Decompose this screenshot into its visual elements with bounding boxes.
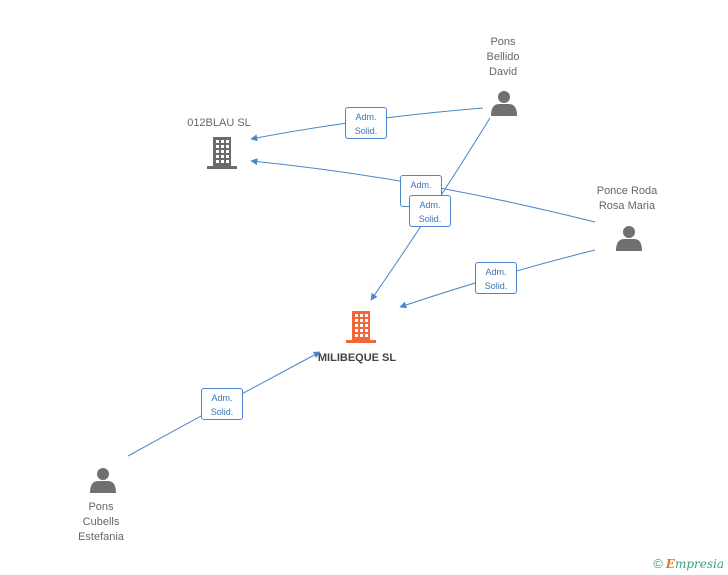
node-label-milibeque[interactable]: MILIBEQUE SL (318, 351, 396, 366)
node-label-n012blau[interactable]: 012BLAU SL (187, 116, 251, 131)
edge-role-text: Solid. (418, 214, 442, 224)
edge-role-text: Adm. (419, 200, 441, 210)
node-label-line: Estefania (78, 531, 124, 543)
edge-role-badge[interactable]: Adm. Solid. (201, 388, 243, 420)
edge-role-badge[interactable]: Adm. Solid. (409, 195, 451, 227)
brand-initial: E (665, 557, 675, 571)
node-label-line: Bellido (486, 51, 520, 63)
node-label-line: Rosa Maria (598, 200, 656, 212)
node-label-line: MILIBEQUE SL (317, 352, 397, 364)
person-icon[interactable] (90, 468, 116, 493)
copyright-icon: © (653, 556, 663, 571)
company-icon[interactable] (207, 137, 237, 169)
person-icon[interactable] (616, 226, 642, 251)
edge-role-text: Adm. (211, 393, 233, 403)
node-label-line: Cubells (82, 516, 120, 528)
person-icon[interactable] (491, 91, 517, 116)
node-label-line: David (488, 66, 518, 78)
edge-role-badge[interactable]: Adm. Solid. (475, 262, 517, 294)
edge-role-text: Adm. (410, 180, 432, 190)
node-label-line: Pons (88, 501, 114, 513)
edge-role-text: Solid. (210, 407, 234, 417)
node-label-line: 012BLAU SL (187, 117, 251, 129)
node-label-line: Pons (490, 36, 516, 48)
edge-role-text: Solid. (354, 126, 378, 136)
brand-name: mpresia (674, 557, 724, 571)
edge-role-text: Solid. (484, 281, 508, 291)
edge-role-text: Adm. (355, 112, 377, 122)
node-label-line: Ponce Roda (596, 185, 658, 197)
edge-role-badge[interactable]: Adm. Solid. (345, 107, 387, 139)
copyright-footer: ©Empresia (653, 556, 724, 571)
main-company-icon[interactable] (346, 311, 376, 343)
edge-role-text: Adm. (485, 267, 507, 277)
